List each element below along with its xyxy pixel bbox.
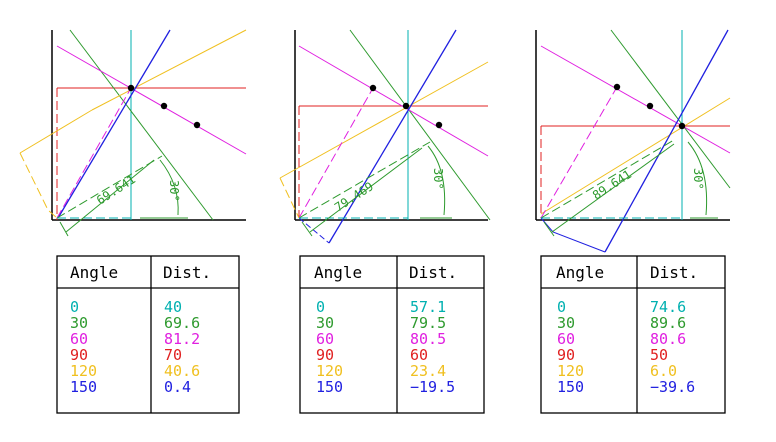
line-60 xyxy=(56,45,247,155)
perp-60 xyxy=(56,87,132,219)
angle-arc xyxy=(427,145,446,216)
dist-90: 50 xyxy=(650,346,668,364)
perp-120 xyxy=(279,177,300,219)
table-3: Angle Dist. 0 30 60 90 120 150 74.6 89.6… xyxy=(540,255,726,414)
dist-120: 6.0 xyxy=(650,362,677,380)
angle-60: 60 xyxy=(316,330,334,348)
perp-30 xyxy=(298,141,431,219)
perp-60 xyxy=(540,86,618,219)
angle-30: 30 xyxy=(316,314,334,332)
line-60 xyxy=(298,45,489,157)
point-a xyxy=(613,83,621,91)
angle-120: 120 xyxy=(316,362,343,380)
dist-30: 69.6 xyxy=(164,314,200,332)
point-c xyxy=(193,121,201,129)
line-30 xyxy=(610,29,731,189)
header-dist: Dist. xyxy=(409,263,457,282)
dist-120: 40.6 xyxy=(164,362,200,380)
dim-line xyxy=(65,159,155,233)
point-b xyxy=(646,102,654,110)
angle-150: 150 xyxy=(557,378,584,396)
angle-90: 90 xyxy=(557,346,575,364)
point-c xyxy=(435,121,443,129)
angle-120: 120 xyxy=(70,362,97,380)
table-2: Angle Dist. 0 30 60 90 120 150 57.1 79.5… xyxy=(299,255,485,414)
dist-60: 80.5 xyxy=(410,330,446,348)
point-b xyxy=(402,102,410,110)
line-150 xyxy=(57,29,171,219)
angle-120: 120 xyxy=(557,362,584,380)
line-120 xyxy=(279,61,489,179)
dist-0: 40 xyxy=(164,298,182,316)
angle-90: 90 xyxy=(70,346,88,364)
line-150 xyxy=(328,29,457,244)
point-a xyxy=(369,84,377,92)
angle-label: 30° xyxy=(431,168,445,190)
perp-120b xyxy=(19,152,58,219)
perp-120 xyxy=(19,109,93,154)
angle-label: 30° xyxy=(691,168,705,190)
panel-3: 89.641 30° xyxy=(535,29,731,253)
point-b xyxy=(160,102,168,110)
dist-150: −39.6 xyxy=(650,378,695,396)
line-120 xyxy=(91,29,247,111)
dist-120: 23.4 xyxy=(410,362,446,380)
line-30 xyxy=(349,29,491,221)
dist-90: 70 xyxy=(164,346,182,364)
line-60 xyxy=(540,45,731,154)
angle-60: 60 xyxy=(557,330,575,348)
dim-label: 79.469 xyxy=(332,179,376,214)
angle-arc xyxy=(159,159,179,216)
angle-30: 30 xyxy=(70,314,88,332)
angle-0: 0 xyxy=(557,298,566,316)
header-dist: Dist. xyxy=(163,263,211,282)
perp-30 xyxy=(56,155,163,219)
dist-0: 74.6 xyxy=(650,298,686,316)
angle-60: 60 xyxy=(70,330,88,348)
dist-0: 57.1 xyxy=(410,298,446,316)
panel-2: 79.469 30° xyxy=(279,29,491,244)
point-c xyxy=(678,122,686,130)
angle-0: 0 xyxy=(316,298,325,316)
angle-30: 30 xyxy=(557,314,575,332)
dim-ext xyxy=(59,221,69,237)
dist-30: 79.5 xyxy=(410,314,446,332)
dist-90: 60 xyxy=(410,346,428,364)
dim-line xyxy=(309,147,423,233)
dim-ext xyxy=(301,221,313,237)
header-angle: Angle xyxy=(70,263,118,282)
point-a xyxy=(127,84,135,92)
header-angle: Angle xyxy=(556,263,604,282)
dim-label: 89.641 xyxy=(590,167,634,202)
angle-0: 0 xyxy=(70,298,79,316)
angle-150: 150 xyxy=(70,378,97,396)
dist-150: −19.5 xyxy=(410,378,455,396)
header-dist: Dist. xyxy=(650,263,698,282)
table-1: Angle Dist. 0 30 60 90 120 150 40 69.6 8… xyxy=(56,255,240,414)
angle-label: 30° xyxy=(167,180,181,202)
dist-60: 81.2 xyxy=(164,330,200,348)
dist-60: 80.6 xyxy=(650,330,686,348)
perp-60 xyxy=(298,87,374,219)
line-150 xyxy=(604,29,729,253)
dim-ext xyxy=(543,221,555,237)
perp-150 xyxy=(298,217,330,244)
header-angle: Angle xyxy=(314,263,362,282)
perp-150 xyxy=(540,217,606,253)
dist-30: 89.6 xyxy=(650,314,686,332)
panel-1: 69.641 30° xyxy=(19,29,247,237)
angle-90: 90 xyxy=(316,346,334,364)
angle-arc xyxy=(687,141,708,216)
line-30 xyxy=(69,29,214,221)
angle-150: 150 xyxy=(316,378,343,396)
line-120 xyxy=(540,97,731,215)
dist-150: 0.4 xyxy=(164,378,191,396)
dim-line xyxy=(551,143,675,233)
